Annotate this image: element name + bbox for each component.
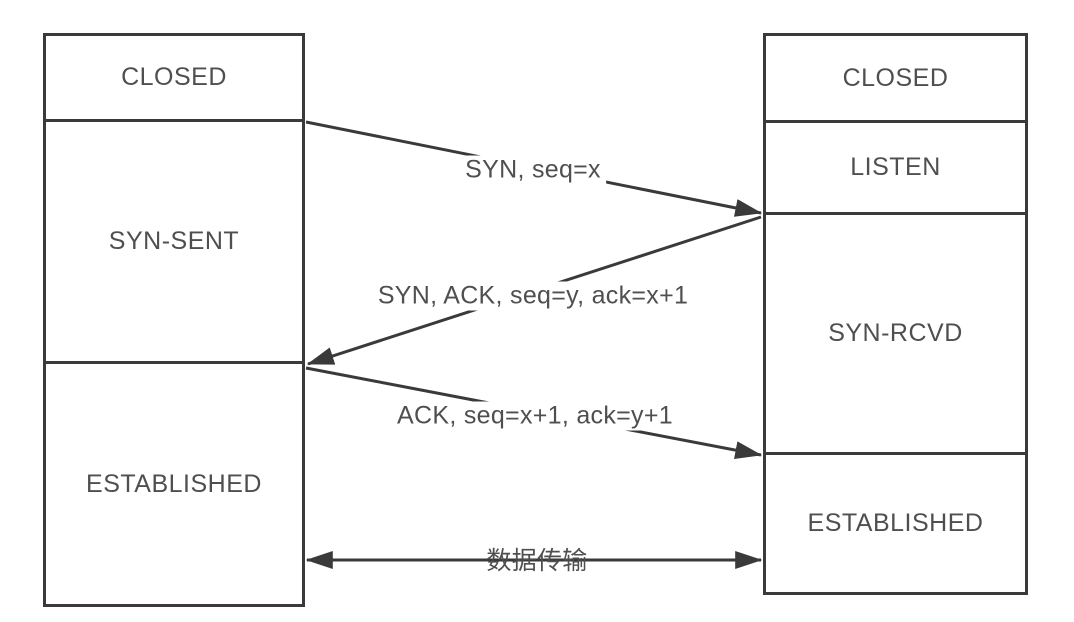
client-state-closed: CLOSED: [46, 36, 302, 122]
state-label: CLOSED: [842, 63, 949, 92]
server-state-box: CLOSED LISTEN SYN-RCVD ESTABLISHED: [763, 33, 1028, 595]
server-state-closed: CLOSED: [766, 36, 1025, 123]
state-label: LISTEN: [850, 153, 941, 181]
syn-message-label: SYN, seq=x: [460, 155, 606, 185]
state-label: ESTABLISHED: [86, 469, 262, 498]
server-state-established: ESTABLISHED: [766, 455, 1025, 592]
state-label: SYN-SENT: [108, 227, 240, 255]
state-label: CLOSED: [121, 63, 227, 91]
state-label: SYN-RCVD: [828, 319, 963, 347]
state-label: ESTABLISHED: [807, 509, 984, 537]
ack-message-label: ACK, seq=x+1, ack=y+1: [392, 401, 678, 431]
syn-ack-message-label: SYN, ACK, seq=y, ack=x+1: [372, 281, 694, 311]
server-state-listen: LISTEN: [766, 123, 1025, 215]
server-state-syn-rcvd: SYN-RCVD: [766, 215, 1025, 455]
data-transfer-label: 数据传输: [486, 547, 588, 575]
client-state-box: CLOSED SYN-SENT ESTABLISHED: [43, 33, 305, 607]
client-state-established: ESTABLISHED: [46, 364, 302, 604]
client-state-syn-sent: SYN-SENT: [46, 122, 302, 364]
